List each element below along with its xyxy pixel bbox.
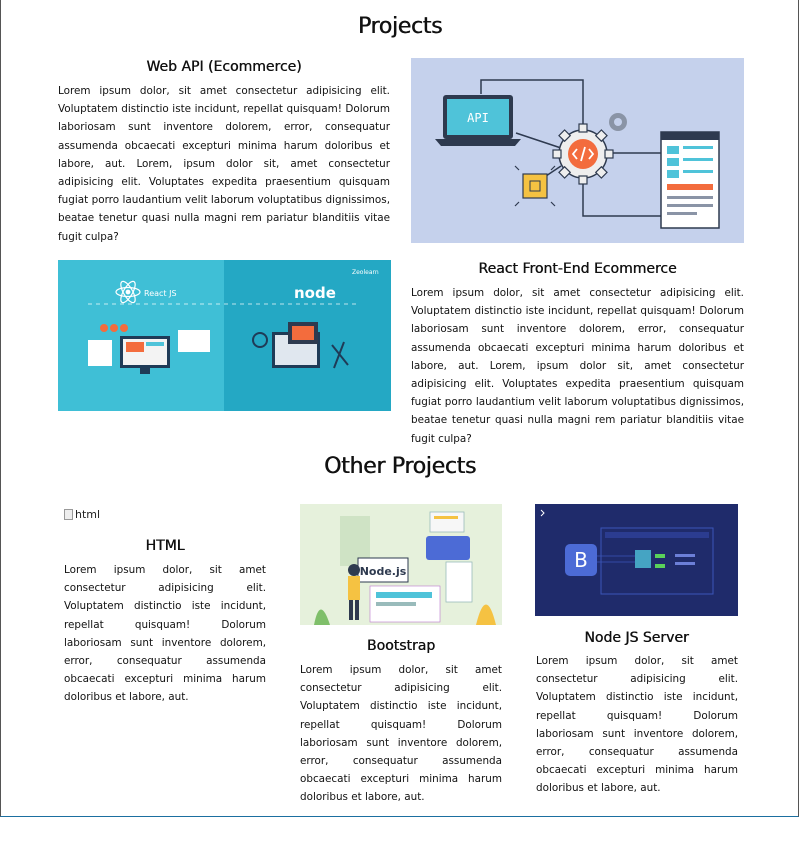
web-api-image: API (411, 58, 744, 243)
project-description-bootstrap: Lorem ipsum dolor, sit amet consectetur … (300, 664, 502, 804)
project-title-web-api: Web API (Ecommerce) (146, 59, 302, 75)
broken-image-icon (64, 509, 73, 520)
project-description-node-server: Lorem ipsum dolor, sit amet consectetur … (536, 655, 738, 795)
project-description-web-api: Lorem ipsum dolor, sit amet consectetur … (58, 85, 390, 243)
brand-label: Zeolearn (352, 269, 379, 276)
nodejs-badge-text: Node.js (360, 565, 407, 578)
project-description-html: Lorem ipsum dolor, sit amet consectetur … (64, 564, 266, 704)
project-title-react: React Front-End Ecommerce (478, 261, 677, 277)
bootstrap-image: Node.js (300, 504, 502, 625)
project-title-bootstrap: Bootstrap (366, 638, 436, 654)
bootstrap-logo-text: B (574, 548, 588, 572)
html-broken-image: html (64, 508, 100, 521)
projects-heading: Projects (357, 14, 443, 39)
react-label: React JS (144, 289, 177, 298)
project-title-node-server: Node JS Server (584, 630, 689, 646)
project-description-react: Lorem ipsum dolor, sit amet consectetur … (411, 287, 744, 445)
node-label: node (294, 284, 336, 302)
node-server-image: B (535, 504, 738, 616)
html-image-alt: html (75, 508, 101, 521)
project-title-html: HTML (145, 538, 185, 554)
other-projects-heading: Other Projects (324, 454, 476, 479)
page-frame (0, 0, 799, 817)
api-screen-text: API (467, 111, 489, 125)
react-node-image: React JS node Zeolearn (58, 260, 391, 411)
